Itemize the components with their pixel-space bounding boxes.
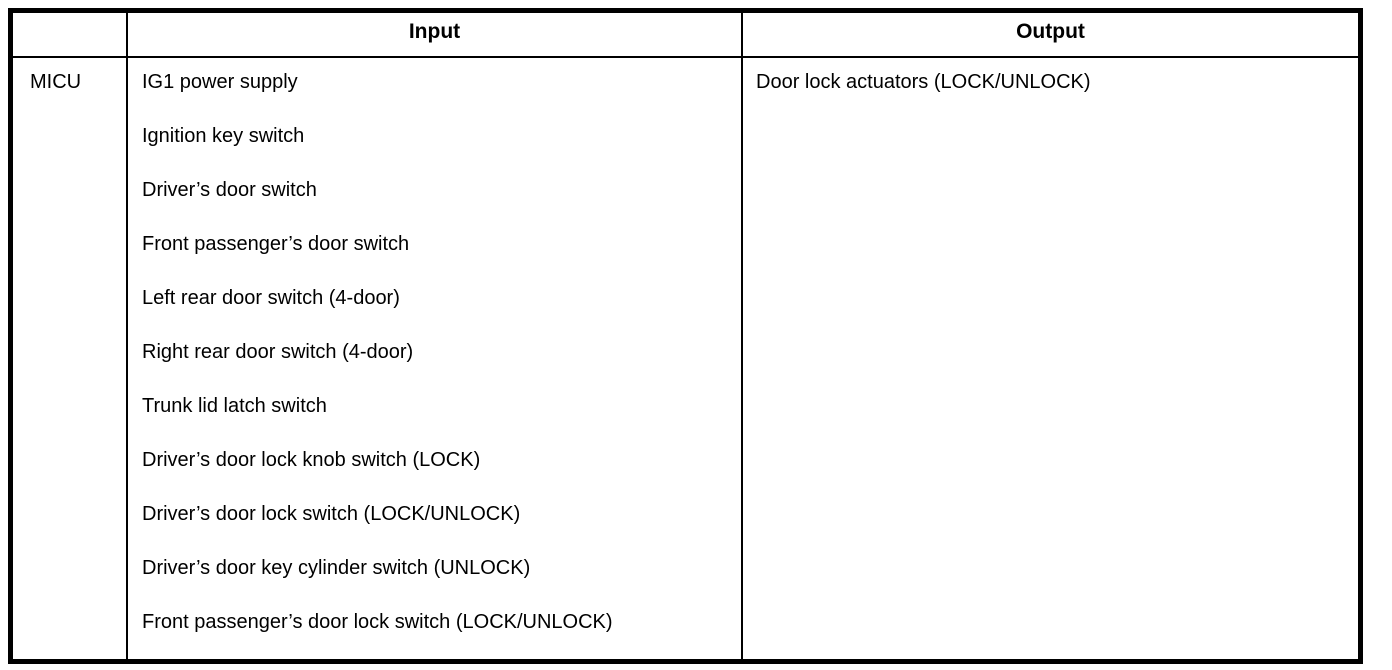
input-cell: IG1 power supply Ignition key switch Dri… [128, 58, 743, 659]
input-item: Driver’s door switch [142, 179, 317, 201]
input-item: Driver’s door lock knob switch (LOCK) [142, 449, 481, 471]
io-table: Input Output MICU IG1 power supply Ignit… [8, 8, 1363, 664]
input-item: Driver’s door lock switch (LOCK/UNLOCK) [142, 503, 521, 525]
input-item: Trunk lid latch switch [142, 395, 327, 417]
unit-label: MICU [30, 71, 82, 93]
input-item: Driver’s door key cylinder switch (UNLOC… [142, 557, 531, 579]
header-input-cell: Input [128, 13, 743, 58]
input-item: Front passenger’s door lock switch (LOCK… [142, 611, 613, 633]
unit-cell: MICU [13, 58, 128, 659]
input-item: Left rear door switch (4-door) [142, 287, 400, 309]
output-item: Door lock actuators (LOCK/UNLOCK) [756, 71, 1091, 93]
input-item: Right rear door switch (4-door) [142, 341, 414, 363]
output-cell: Door lock actuators (LOCK/UNLOCK) [743, 58, 1358, 659]
input-item: Ignition key switch [142, 125, 305, 147]
header-corner-cell [13, 13, 128, 58]
header-output-cell: Output [743, 13, 1358, 58]
input-item: Front passenger’s door switch [142, 233, 410, 255]
input-item: IG1 power supply [142, 71, 298, 93]
